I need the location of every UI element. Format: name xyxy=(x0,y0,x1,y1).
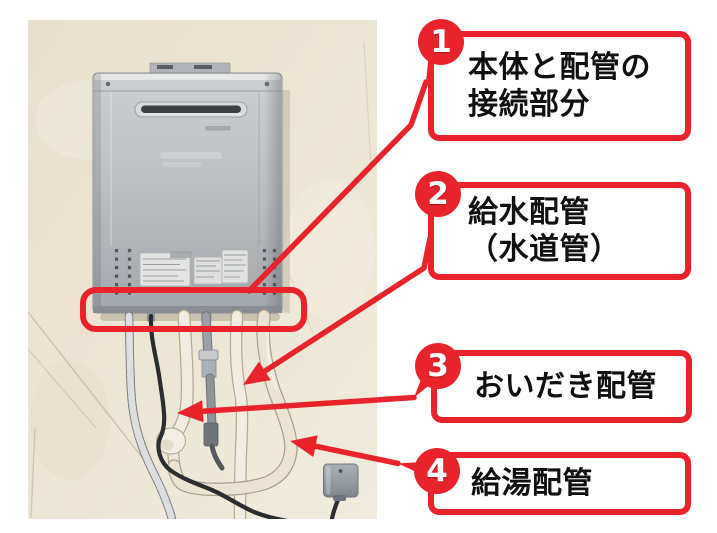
model-marking xyxy=(205,126,231,131)
callout-3-label-box: おいだき配管 xyxy=(431,350,692,423)
callout-4-number-badge: 4 xyxy=(414,448,460,494)
flexible-metal-hose xyxy=(124,311,177,519)
screw xyxy=(264,81,270,87)
junction-box xyxy=(323,463,359,519)
callout-4-text-line1: 給湯配管 xyxy=(471,466,593,501)
callout-4-label-box: 給湯配管 xyxy=(428,452,691,515)
callout-2-label-box: 給水配管 （水道管） xyxy=(428,182,691,280)
exhaust-vent-slot xyxy=(134,101,248,118)
callout-2-number: 2 xyxy=(427,176,449,212)
callout-2-text-line1: 給水配管 xyxy=(468,195,590,230)
spec-stickers xyxy=(139,249,249,287)
callout-1-label-box: 本体と配管の 接続部分 xyxy=(428,31,691,141)
water-heater-photo xyxy=(28,20,377,519)
wall-shadow-right xyxy=(282,90,290,313)
callout-1-text-line1: 本体と配管の xyxy=(468,50,651,85)
callout-4-number: 4 xyxy=(426,453,448,489)
piping xyxy=(124,309,359,519)
callout-3-number-badge: 3 xyxy=(415,343,461,389)
power-cable xyxy=(148,313,288,519)
screw xyxy=(105,81,111,87)
callout-1-number-badge: 1 xyxy=(418,19,464,65)
callout-1-text-line2: 接続部分 xyxy=(468,87,590,122)
callout-3-number: 3 xyxy=(427,348,449,384)
callout-2-text-line2: （水道管） xyxy=(468,232,621,267)
callout-1-number: 1 xyxy=(430,24,452,60)
callout-2-number-badge: 2 xyxy=(415,171,461,217)
brand-emboss xyxy=(160,152,222,167)
mounting-bracket xyxy=(149,62,231,75)
water-heater-unit xyxy=(92,62,290,322)
callout-3-text-line1: おいだき配管 xyxy=(474,369,657,404)
